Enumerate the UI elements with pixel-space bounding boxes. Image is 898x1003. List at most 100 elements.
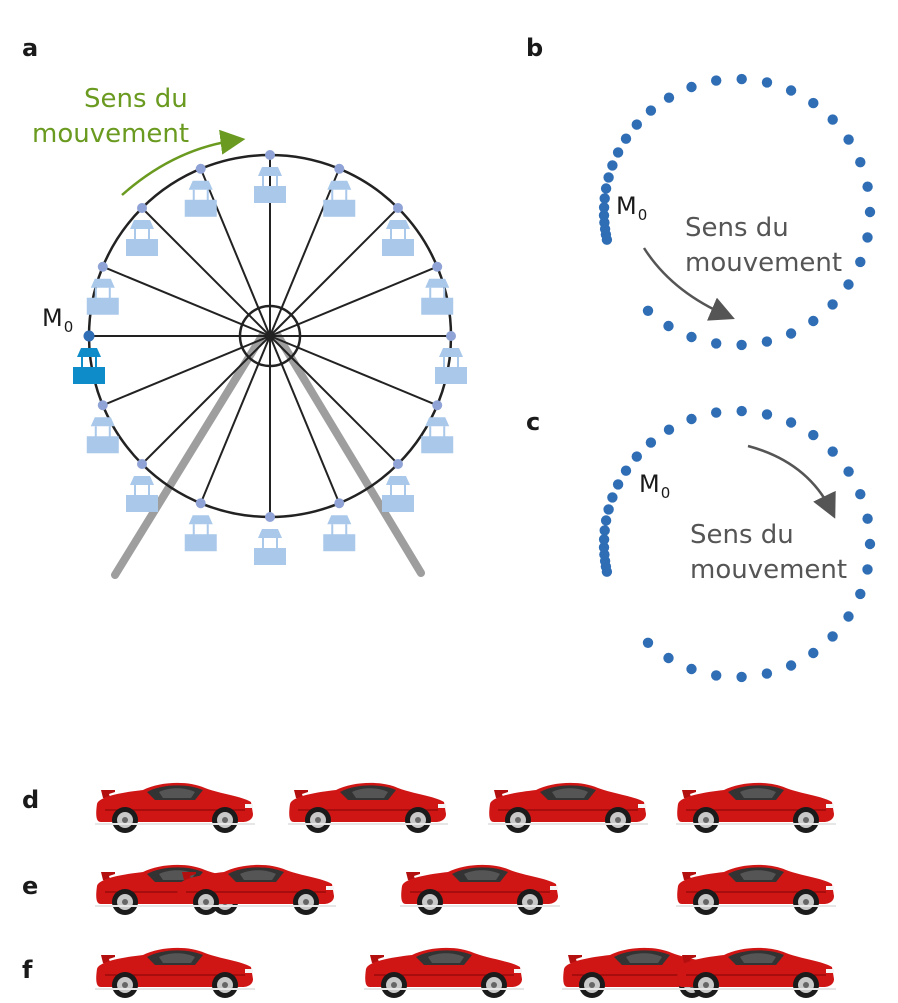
trajectory-c-dot [599, 525, 610, 536]
cabin [421, 278, 454, 315]
panel-label-c: c [526, 408, 540, 436]
trajectory-b-dot [827, 299, 838, 310]
wheel-support-right [274, 332, 425, 577]
trajectory-b-dot [843, 134, 854, 145]
cabin [435, 348, 467, 384]
car-f-1 [94, 946, 256, 999]
trajectory-c-dot [864, 538, 876, 550]
trajectory-b-dot [598, 210, 610, 221]
trajectory-b-dot [827, 114, 838, 125]
cabin-pivot-dot [97, 400, 108, 411]
trajectory-b-dot [686, 331, 697, 343]
cabin-m0 [73, 348, 105, 384]
hub-center [267, 333, 273, 339]
cabin-pivot-dot [392, 458, 403, 469]
trajectory-c-dot [686, 663, 697, 675]
direction-label-c-line1: Sens du [690, 520, 794, 550]
cabin [323, 515, 356, 552]
wheel-spoke [269, 335, 399, 465]
direction-label-b-line2: mouvement [685, 248, 842, 278]
trajectory-b-dot [864, 206, 876, 218]
wheel-hub [238, 304, 302, 368]
trajectory-b-dot [642, 305, 654, 316]
trajectory-c-dot [663, 424, 675, 435]
trajectory-b-dot [862, 181, 873, 192]
cabin-pivot-dot [334, 163, 345, 174]
panel-label-f: f [22, 956, 33, 984]
car-d-1 [94, 781, 256, 834]
point-m0-dot [83, 330, 95, 342]
panel-label-b: b [526, 34, 543, 62]
panel-label-d: d [22, 786, 39, 814]
trajectory-c-dot [711, 670, 722, 681]
trajectory-b-dot [686, 81, 697, 93]
trajectory-b-dot [598, 202, 610, 213]
trajectory-b-dot [808, 315, 819, 327]
trajectory-b-dot [785, 328, 797, 339]
trajectory-c-dot [785, 660, 797, 671]
direction-label-b-line1: Sens du [685, 213, 789, 243]
trajectory-c-dot [631, 451, 642, 462]
trajectory-c-dot [761, 409, 773, 420]
trajectory-c-dot [855, 588, 866, 600]
trajectory-b-dot [663, 92, 675, 103]
trajectory-c-dot [736, 405, 747, 417]
trajectory-c-dot [598, 542, 610, 553]
cabin-pivot-dot [137, 458, 148, 469]
wheel-spoke [141, 335, 271, 465]
cabin [381, 475, 414, 512]
trajectory-c-dot [785, 417, 797, 428]
car-row-e [94, 863, 837, 916]
cabin-pivot-dot [195, 498, 206, 509]
cabin-pivot-dot [265, 512, 275, 522]
trajectory-c-dot [761, 668, 773, 679]
cabin [421, 417, 454, 454]
trajectory-b-dot [631, 119, 642, 130]
motion-arrow-b [642, 247, 735, 321]
car-d-4 [675, 781, 837, 834]
cabin [381, 220, 414, 257]
trajectory-b-dot [855, 157, 866, 168]
point-label-c: M0 [639, 470, 670, 502]
trajectory-dots-c [598, 405, 876, 683]
cabin-pivot-dot [432, 261, 443, 272]
car-row-f [94, 946, 837, 999]
trajectory-c-dot [620, 465, 632, 476]
cabin-pivot-dot [97, 261, 108, 272]
trajectory-b-dot [862, 232, 873, 243]
direction-label-a-line1: Sens du [84, 84, 188, 114]
trajectory-c-dot [686, 413, 697, 425]
car-f-2 [363, 946, 525, 999]
trajectory-c-dot [607, 492, 618, 503]
car-d-2 [287, 781, 449, 834]
point-label-a: M0 [42, 304, 73, 336]
cabin [184, 180, 217, 217]
cabin-pivot-dot [137, 203, 148, 214]
trajectory-b-dot [603, 172, 614, 183]
trajectory-c-dot [663, 652, 674, 664]
trajectory-b-dot [736, 339, 747, 351]
car-f-4 [675, 946, 837, 999]
trajectory-b-dot [736, 73, 747, 85]
trajectory-b-dot [785, 85, 797, 96]
trajectory-b-dot [620, 133, 632, 144]
cabin [86, 278, 119, 315]
trajectory-b-dot [612, 147, 624, 158]
cabin [126, 220, 159, 257]
wheel-support-left [111, 332, 266, 579]
trajectory-c-dot [598, 534, 610, 545]
direction-label-a-line2: mouvement [32, 119, 189, 149]
car-e-4 [675, 863, 837, 916]
cabin-pivot-dot [392, 203, 403, 214]
panel-label-a: a [22, 34, 38, 62]
car-row-d [94, 781, 837, 834]
trajectory-b-dot [843, 279, 854, 290]
trajectory-dots-b [598, 73, 876, 351]
ferris-wheel [73, 150, 467, 579]
trajectory-c-dot [862, 564, 873, 575]
trajectory-b-dot [761, 336, 773, 347]
trajectory-c-dot [711, 407, 722, 418]
cabin-pivot-dot [334, 498, 345, 509]
wheel-spoke [141, 207, 271, 337]
